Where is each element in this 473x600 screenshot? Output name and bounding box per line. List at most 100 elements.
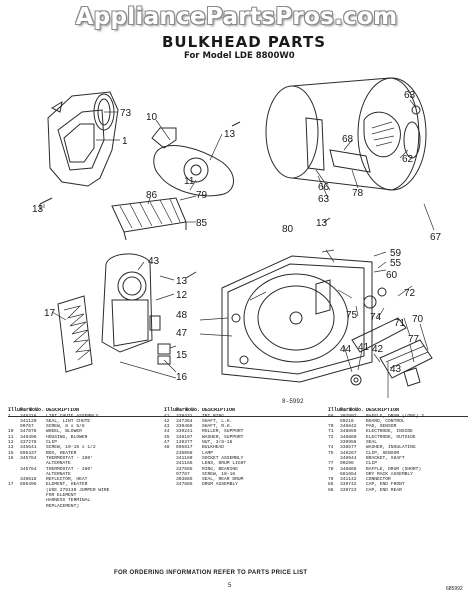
part-no: 339723 — [340, 487, 357, 493]
callout: 43 — [390, 364, 402, 375]
part-no: 348868 — [340, 466, 357, 472]
callout: 85 — [196, 218, 208, 229]
description: DRY RACK ASSEMBLY — [366, 471, 413, 477]
description: REPLACEMENT) — [46, 503, 80, 509]
part-no: 339241 — [176, 429, 193, 435]
part-no: 695437 — [20, 450, 37, 456]
table-row: 78 348868 BAFFLE, DRUM (SHORT) — [328, 467, 468, 472]
callout: 60 — [386, 270, 398, 281]
description: THERMOSTAT - 280° — [46, 455, 93, 461]
callout: 66 — [318, 182, 330, 193]
part-no: 347885 — [176, 482, 193, 488]
drum-assembly — [265, 77, 427, 191]
part-no: 338577 — [340, 445, 357, 451]
description: BULKHEAD — [202, 445, 225, 451]
part-no: 339431 — [176, 413, 193, 419]
part-no: 348859 — [340, 429, 357, 435]
table-row: (USE 279139 JUMPER WIRE — [8, 488, 138, 493]
callout: 13 — [32, 204, 44, 215]
table-row: 86 339723 CAP, END REAR — [328, 488, 468, 493]
description: WHEEL, BLOWER — [46, 429, 82, 435]
lint-chute-assembly — [47, 91, 119, 187]
callout: 48 — [176, 310, 188, 321]
description: HARNESS TERMINAL — [46, 498, 91, 504]
callout: 10 — [146, 112, 158, 123]
description: SHAFT, R.H. — [202, 424, 233, 430]
callout-numbers: 73 1 10 13 11 79 86 85 13 17 43 13 12 48… — [32, 90, 442, 383]
thermostats — [149, 315, 171, 365]
part-no: 337565 — [176, 466, 193, 472]
callout: 70 — [412, 314, 424, 325]
part-no: 348496 — [20, 434, 37, 440]
illus-no: 42 — [164, 418, 170, 424]
description: THERMOSTAT - 280° — [46, 466, 93, 472]
description: SCREW, 10-16 x 1/2 — [46, 445, 96, 451]
illus-no: 72 — [328, 434, 334, 440]
illus-no: 10 — [8, 429, 14, 435]
callout: 71 — [394, 318, 406, 329]
illus-no: 43 — [164, 424, 170, 430]
part-no: 341165 — [176, 461, 193, 467]
callout: 79 — [196, 190, 208, 201]
illus-no: 41 — [164, 413, 170, 419]
callout: 74 — [370, 312, 382, 323]
description: CAP, END REAR — [366, 487, 402, 493]
part-no: 341120 — [20, 418, 37, 424]
illus-no: 17 — [8, 482, 14, 488]
callout: 41 — [358, 342, 370, 353]
illus-no — [8, 504, 20, 509]
description: BOARD, CONTROL — [366, 418, 405, 424]
description: ELEMENT, HEATER — [46, 482, 88, 488]
part-no: 345641 — [20, 445, 37, 451]
part-no: 347364 — [176, 418, 193, 424]
support-rollers — [350, 374, 362, 386]
description: SOCKET ASSEMBLY — [202, 455, 244, 461]
callout: 44 — [340, 344, 352, 355]
illus-no: 77 — [328, 461, 334, 467]
ordering-note: FOR ORDERING INFORMATION REFER TO PARTS … — [114, 570, 308, 576]
table-header: Illus. No.Part No.DESCRIPTION — [328, 407, 468, 414]
illus-no: 75 — [328, 450, 334, 456]
part-no: 339742 — [340, 482, 357, 488]
description: ELECTRODE, OUTSIDE — [366, 434, 416, 440]
screws — [39, 121, 331, 279]
table-row: ALTERNATE — [8, 461, 138, 466]
table-row: FOR ELEMENT — [8, 493, 138, 498]
description: BAFFLE, DRUM (SHORT) — [366, 466, 422, 472]
watermark: AppliancePartsPros.com — [75, 4, 398, 30]
part-no: 139377 — [176, 440, 193, 446]
description: SCREW, 10-16 — [202, 471, 236, 477]
table-row: 347885 DRUM ASSEMBLY — [164, 482, 294, 487]
column-header: Part No. — [176, 407, 201, 413]
description: CONNECTOR — [366, 477, 391, 483]
description: DRUM ASSEMBLY — [202, 482, 238, 488]
callout: 68 — [342, 134, 354, 145]
description: LAMP — [202, 450, 214, 456]
heater-element — [57, 295, 93, 373]
illus-no: 78 — [328, 466, 334, 472]
illus-no — [164, 482, 176, 487]
page-number: 5 — [228, 583, 232, 589]
callout: 11 — [184, 176, 195, 187]
heater-box — [101, 253, 153, 353]
illus-no: 86 — [328, 487, 334, 493]
illus-no: 70 — [328, 424, 334, 430]
illus-no: 16 — [8, 455, 14, 461]
